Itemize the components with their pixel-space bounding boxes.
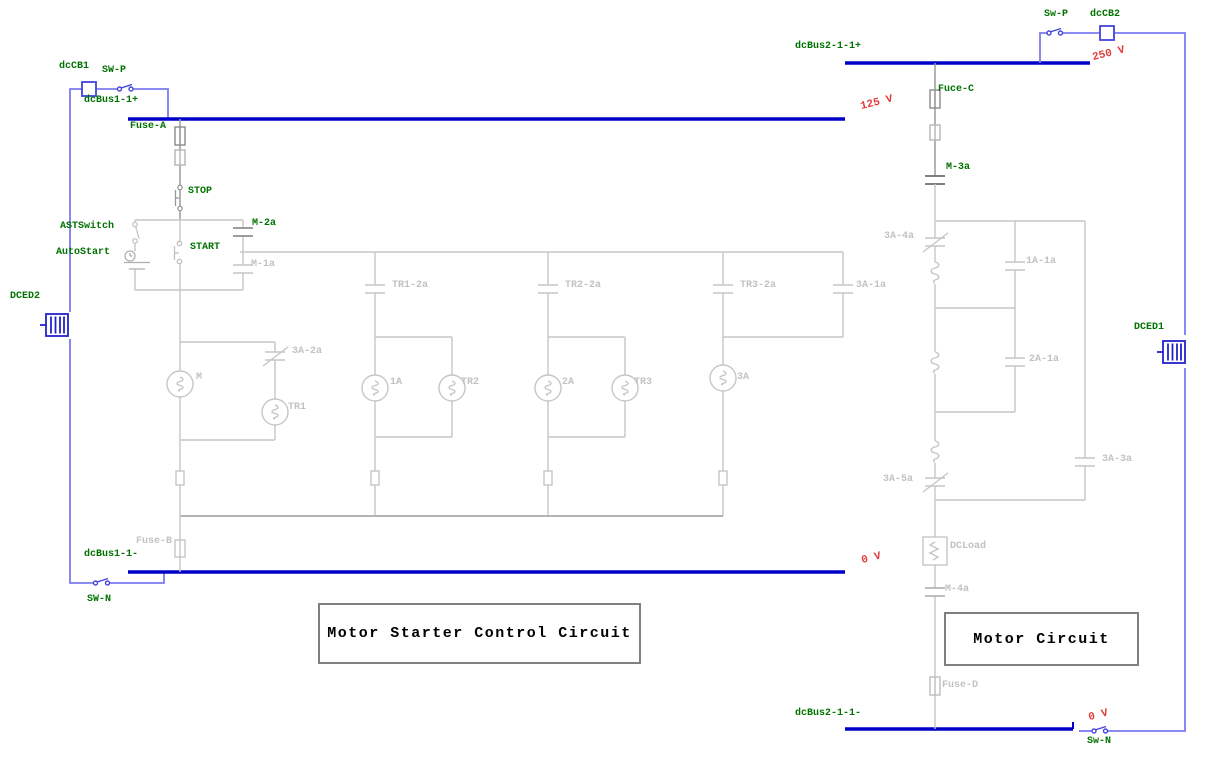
control-circuit-title-box: Motor Starter Control Circuit [318,603,641,664]
label-dcbus2-neg: dcBus2-1-1- [795,708,862,719]
resistor-element [930,440,940,463]
label-m-4a: M-4a [945,584,970,595]
switch-sw-n-2[interactable] [1091,725,1109,734]
overload-element [175,470,185,486]
contact-m-4a-symbol[interactable] [924,587,946,597]
label-fuse-b: Fuse-B [136,536,173,547]
autostart-source-symbol[interactable] [124,250,150,270]
label-tr3-2a: TR3-2a [740,280,777,291]
label-fuce-c: Fuce-C [938,84,975,95]
coil-2a-symbol[interactable] [534,374,562,402]
label-coil-tr1: TR1 [288,402,307,413]
label-m-1a: M-1a [251,259,276,270]
resistor-element [930,261,940,284]
label-dccb1: dcCB1 [59,61,90,72]
label-sw-p-2: Sw-P [1044,9,1069,20]
contact-2a-1a-symbol[interactable] [1004,357,1026,367]
label-m-2a: M-2a [252,218,277,229]
label-sw-n: SW-N [87,594,112,605]
motor-feeder-wires [1039,32,1186,732]
control-ladder-wires [134,219,844,572]
label-autostart: AutoStart [56,247,111,258]
start-button-symbol[interactable] [173,240,183,265]
fuse-c-symbol[interactable] [929,89,941,109]
contact-tr3-2a-symbol[interactable] [712,284,734,294]
fuse-d-symbol[interactable] [929,676,941,696]
coil-3a-symbol[interactable] [709,364,737,392]
label-dcbus1-neg: dcBus1-1- [84,549,139,560]
overload-element [370,470,380,486]
stop-button-symbol[interactable] [174,184,183,212]
motor-ladder-wires [934,184,1086,729]
label-coil-m: M [196,372,203,383]
contact-m-1a-symbol[interactable] [232,264,254,274]
label-3a-5a: 3A-5a [883,474,914,485]
contact-tr1-2a-symbol[interactable] [364,284,386,294]
contact-m-2a-symbol[interactable] [232,227,254,237]
contact-tr2-2a-symbol[interactable] [537,284,559,294]
dc-source-dced2[interactable] [40,313,69,337]
coil-tr1-symbol[interactable] [261,398,289,426]
label-coil-3a: 3A [737,372,750,383]
label-tr1-2a: TR1-2a [392,280,429,291]
dc-source-dced1[interactable] [1157,340,1186,364]
label-start: START [190,242,221,253]
label-3a-4a: 3A-4a [884,231,915,242]
dcload-symbol[interactable] [922,536,948,566]
label-coil-2a: 2A [562,377,575,388]
label-3a-3a: 3A-3a [1102,454,1133,465]
astswitch-symbol[interactable] [132,221,140,244]
coil-1a-symbol[interactable] [361,374,389,402]
resistor-element [930,351,940,374]
contact-m-3a-symbol[interactable] [924,175,946,185]
label-m-3a: M-3a [946,162,971,173]
fuse-a-element2[interactable] [174,149,186,166]
control-feeder-wires [69,88,169,584]
label-stop: STOP [188,186,213,197]
switch-sw-p-2[interactable] [1046,27,1064,36]
label-sw-n-2: Sw-N [1087,736,1112,747]
label-tr2-2a: TR2-2a [565,280,602,291]
label-dcbus2-pos: dcBus2-1-1+ [795,41,862,52]
label-dccb2: dcCB2 [1090,9,1121,20]
label-sw-p: SW-P [102,65,127,76]
breaker-dccb2[interactable] [1099,25,1115,41]
motor-circuit-title: Motor Circuit [973,630,1110,648]
label-3a-2a: 3A-2a [292,346,323,357]
label-coil-tr3: TR3 [634,377,653,388]
label-dced1: DCED1 [1134,322,1165,333]
label-1a-1a: 1A-1a [1026,256,1057,267]
switch-sw-n[interactable] [92,577,111,586]
contact-1a-1a-symbol[interactable] [1004,261,1026,271]
label-coil-1a: 1A [390,377,403,388]
motor-circuit-title-box: Motor Circuit [944,612,1139,666]
control-circuit-title: Motor Starter Control Circuit [327,625,632,642]
overload-element [543,470,553,486]
label-fuse-d: Fuse-D [942,680,979,691]
label-2a-1a: 2A-1a [1029,354,1060,365]
switch-sw-p[interactable] [116,83,134,92]
label-fuse-a: Fuse-A [130,121,167,132]
label-3a-1a: 3A-1a [856,280,887,291]
label-coil-tr2: TR2 [461,377,480,388]
contact-3a-3a-symbol[interactable] [1074,457,1096,467]
label-astswitch: ASTSwitch [60,221,115,232]
breaker-dccb1[interactable] [81,81,97,97]
fuse-b-symbol[interactable] [174,539,186,558]
fuse-c-element2[interactable] [929,124,941,141]
label-dcload: DCLoad [950,541,987,552]
label-dced2: DCED2 [10,291,41,302]
contact-3a-1a-symbol[interactable] [832,284,854,294]
fuse-a-symbol[interactable] [174,126,186,146]
overload-element [718,470,728,486]
coil-m-symbol[interactable] [166,370,194,398]
label-dcbus1-pos: dcBus1-1+ [84,95,139,106]
